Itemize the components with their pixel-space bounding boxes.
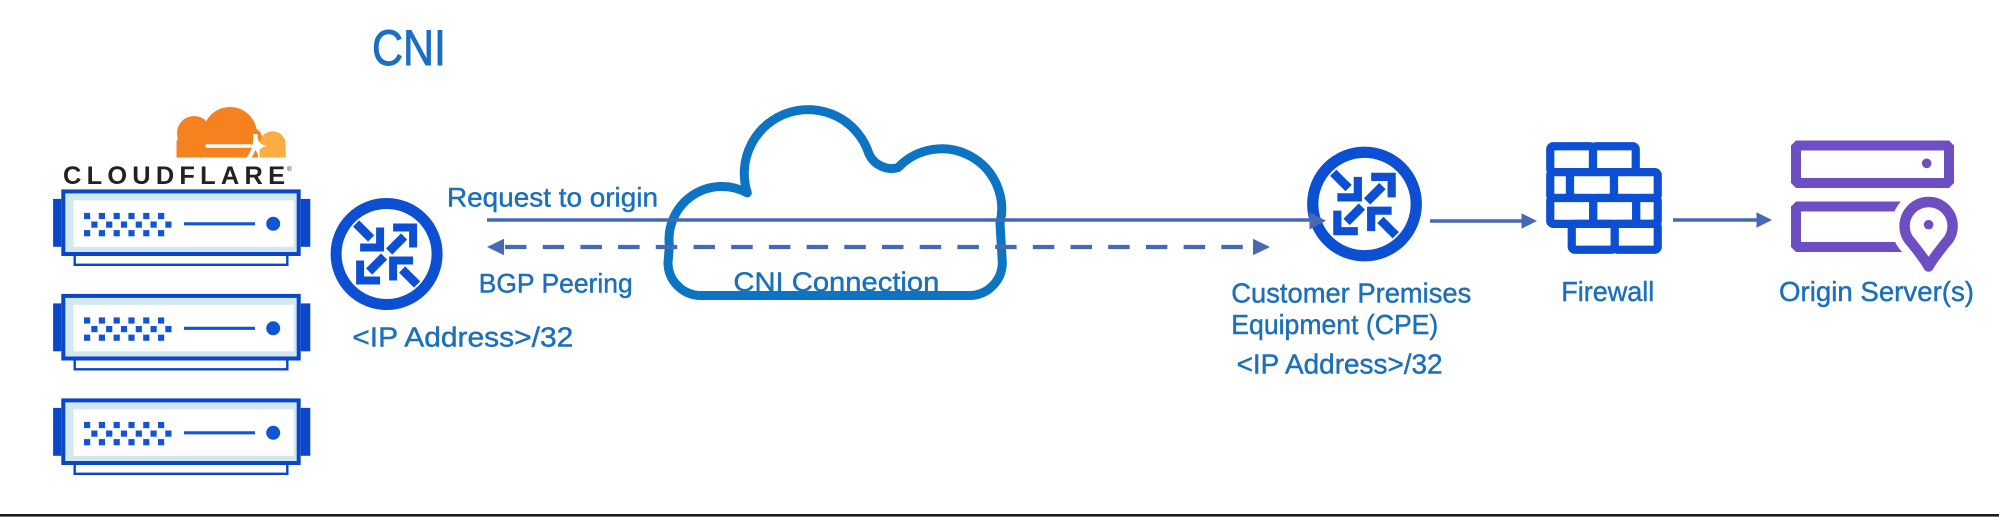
svg-text:Equipment (CPE): Equipment (CPE): [1231, 309, 1438, 340]
svg-text:Firewall: Firewall: [1561, 276, 1654, 307]
svg-text:CNI Connection: CNI Connection: [733, 267, 939, 297]
svg-text:CNI: CNI: [372, 19, 446, 76]
svg-text:Origin Server(s): Origin Server(s): [1779, 276, 1974, 307]
svg-text:®: ®: [287, 165, 292, 173]
svg-text:<IP Address>/32: <IP Address>/32: [1237, 349, 1443, 380]
svg-text:Request to origin: Request to origin: [447, 183, 658, 213]
svg-text:BGP Peering: BGP Peering: [479, 269, 633, 299]
svg-text:Customer Premises: Customer Premises: [1231, 278, 1471, 309]
svg-text:CLOUDFLARE: CLOUDFLARE: [63, 162, 285, 190]
svg-text:<IP Address>/32: <IP Address>/32: [352, 322, 573, 353]
